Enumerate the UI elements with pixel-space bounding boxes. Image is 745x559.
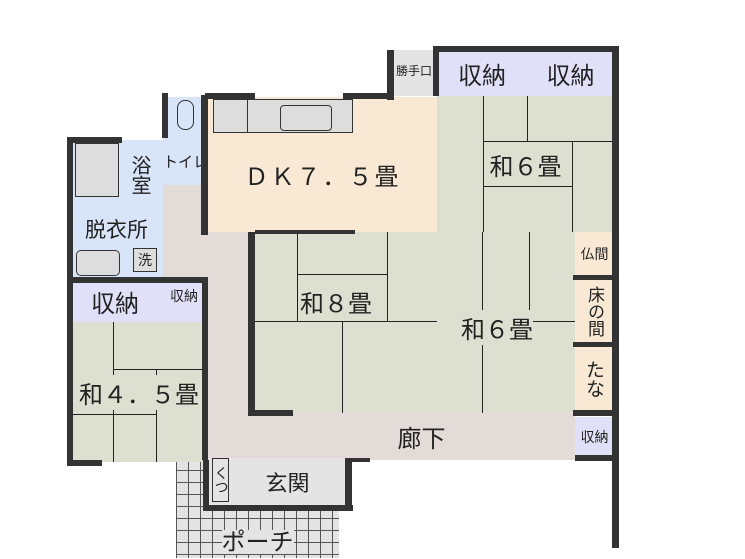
storage-left: 収納 <box>70 280 160 322</box>
shoe-cabinet: くつ <box>212 458 229 502</box>
washbasin-icon <box>76 250 120 276</box>
toilet[interactable]: トイレ <box>163 97 208 185</box>
bathtub-icon <box>75 143 119 197</box>
storage-top-2: 収納 <box>527 50 614 96</box>
kitchen-counter <box>213 99 353 133</box>
corridor-label: 廊下 <box>397 424 446 453</box>
toilet-icon <box>177 100 194 130</box>
washitsu-8: 和８畳 <box>252 232 437 413</box>
washitsu-6: 和６畳 <box>437 232 575 413</box>
washitsu-4-5: 和４．５畳 <box>70 322 208 462</box>
storage-left-small: 収納 <box>160 280 208 322</box>
butsuma: 仏間 <box>575 232 614 275</box>
tana: たな <box>575 347 614 410</box>
porch-label: ポーチ <box>221 528 294 556</box>
sink-icon <box>280 105 332 131</box>
washitsu-6-top: 和６畳 <box>437 96 614 232</box>
corridor: 廊下 <box>208 412 575 460</box>
storage-right: 収納 <box>575 417 614 457</box>
entrance[interactable]: 玄関 <box>205 458 350 506</box>
storage-top-1: 収納 <box>437 50 527 96</box>
tokonoma: 床の間 <box>575 280 614 342</box>
back-door[interactable]: 勝手口 <box>391 50 437 96</box>
washer: 洗 <box>133 248 157 272</box>
